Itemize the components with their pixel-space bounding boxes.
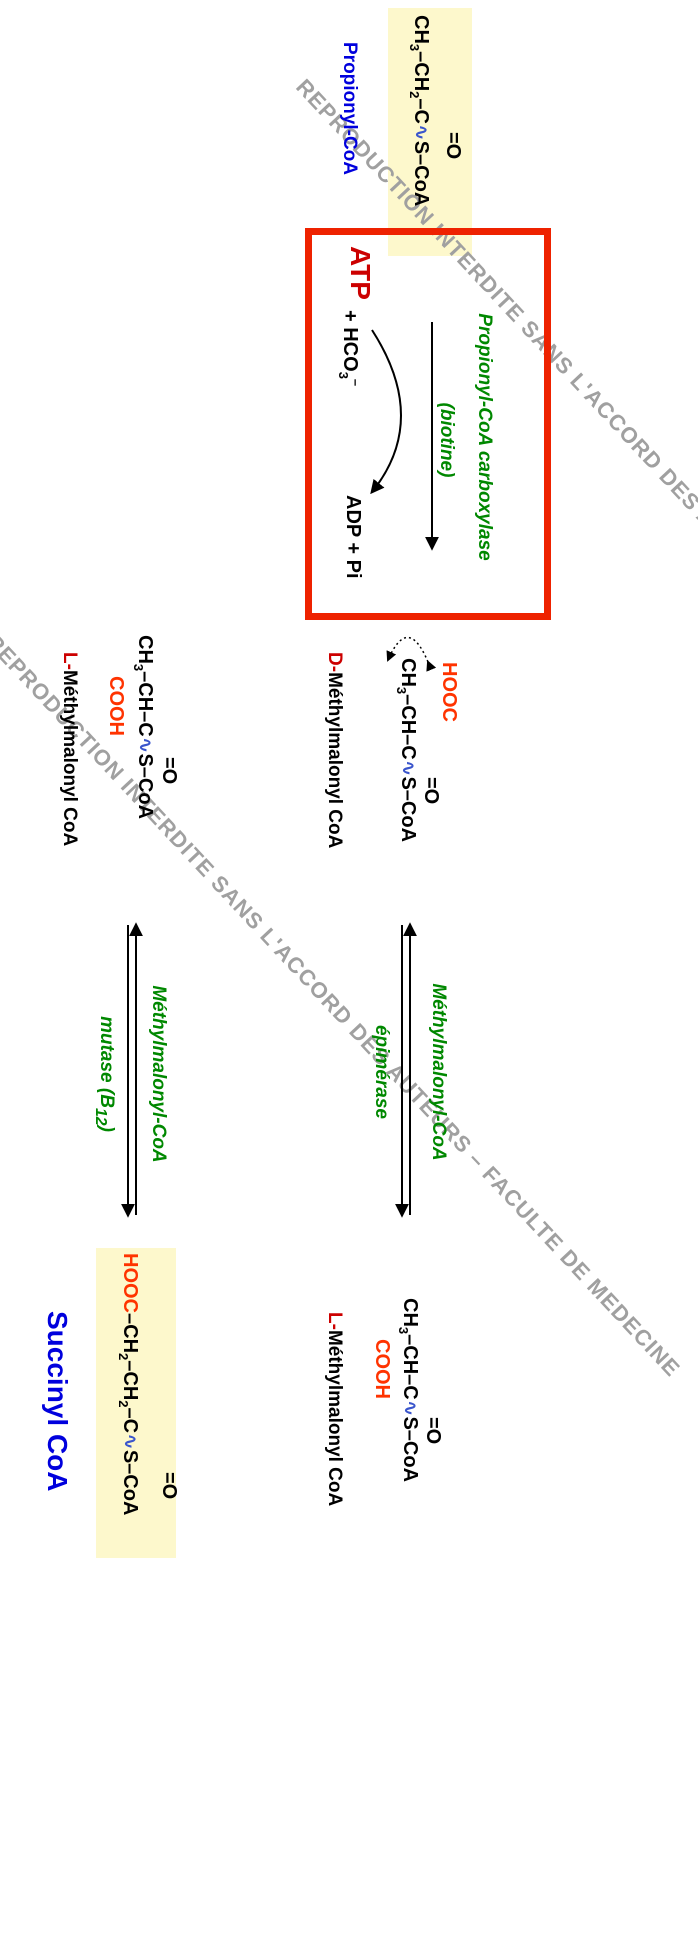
succinyl-highlight	[96, 1248, 176, 1558]
carboxylase-box	[305, 228, 551, 620]
succinyl-name-text: Succinyl CoA	[42, 1311, 73, 1492]
l1-methylmalonyl-oxygen: =O	[156, 757, 180, 797]
mutase-label-2: mutase (B12)	[92, 1009, 117, 1139]
mutase-line1: Méthylmalonyl-CoA	[148, 985, 169, 1163]
dotted-curve-arrow	[386, 636, 437, 672]
epimerase-line2: épimérase	[371, 1024, 392, 1119]
l2-methylmalonyl-name: L-Méthylmalonyl CoA	[321, 1312, 345, 1512]
l2-methylmalonyl-cooh: COOH	[369, 1339, 393, 1399]
adp-pi-text: ADP + Pi	[342, 495, 364, 579]
d-methylmalonyl-hooc: HOOC	[436, 662, 460, 722]
biotine-cofactor: (biotine)	[433, 385, 457, 495]
l1-cooh-text: COOH	[105, 676, 127, 736]
l1-oxygen-text: =O	[158, 757, 180, 785]
epimerase-line1: Méthylmalonyl-CoA	[428, 983, 449, 1161]
l1-formula-text: CH3–CH–C∿S–CoA	[131, 635, 156, 820]
l2-prefix: L-	[324, 1312, 345, 1330]
adp-pi-label: ADP + Pi	[340, 495, 364, 599]
succinyl-oxygen: =O	[156, 1472, 180, 1512]
l1-methylmalonyl-formula: CH3–CH–C∿S–CoA	[131, 635, 158, 835]
propionyl-oxygen: =O	[440, 132, 464, 172]
propionyl-highlight	[388, 8, 472, 256]
biotine-text: (biotine)	[436, 402, 457, 478]
l1-name-rest: Méthylmalonyl CoA	[59, 669, 80, 847]
propionyl-formula: CH3–CH2–C∿S–CoA	[407, 15, 434, 245]
d-methylmalonyl-oxygen: =O	[418, 777, 442, 817]
l2-formula-text: CH3–CH–C∿S–CoA	[396, 1298, 421, 1483]
l1-prefix: L-	[59, 652, 80, 670]
propionyl-name: Propionyl-CoA	[336, 42, 360, 222]
propionyl-oxygen-text: =O	[442, 132, 464, 160]
d-methylmalonyl-formula: CH3–CH–C∿S–CoA	[394, 658, 421, 858]
atp-text: ATP	[345, 246, 376, 300]
hco3-text: + HCO3–	[336, 310, 364, 387]
mutase-label-1: Méthylmalonyl-CoA	[145, 979, 169, 1169]
succinyl-formula-text: HOOC–CH2–CH2–C∿S–CoA	[116, 1253, 141, 1516]
l2-cooh-text: COOH	[371, 1339, 393, 1399]
atp-label: ATP	[344, 246, 376, 306]
d-prefix: D-	[324, 652, 345, 673]
l1-methylmalonyl-name: L-Méthylmalonyl CoA	[56, 652, 80, 852]
carboxylase-enzyme: Propionyl-CoA carboxylase	[471, 282, 495, 592]
succinyl-name: Succinyl CoA	[41, 1311, 73, 1491]
propionyl-formula-text: CH3–CH2–C∿S–CoA	[407, 15, 432, 207]
d-methylmalonyl-name: D-Méthylmalonyl CoA	[321, 652, 345, 852]
epimerase-label-1: Méthylmalonyl-CoA	[425, 977, 449, 1167]
mutase-line2: mutase (B12)	[92, 1016, 117, 1132]
epimerase-label-2: épimérase	[368, 1022, 392, 1122]
d-hooc-text: HOOC	[438, 662, 460, 722]
atp-curve-arrow	[370, 329, 402, 495]
l2-methylmalonyl-formula: CH3–CH–C∿S–CoA	[396, 1298, 423, 1498]
l2-methylmalonyl-oxygen: =O	[420, 1417, 444, 1457]
hco3-label: + HCO3–	[336, 310, 364, 410]
succinyl-oxygen-text: =O	[158, 1472, 180, 1500]
l2-oxygen-text: =O	[422, 1417, 444, 1445]
l2-name-rest: Méthylmalonyl CoA	[324, 1329, 345, 1507]
d-name-rest: Méthylmalonyl CoA	[324, 672, 345, 849]
succinyl-formula: HOOC–CH2–CH2–C∿S–CoA	[116, 1253, 143, 1553]
carboxylase-enzyme-text: Propionyl-CoA carboxylase	[474, 313, 495, 561]
d-formula-text: CH3–CH–C∿S–CoA	[394, 658, 419, 843]
l1-methylmalonyl-cooh: COOH	[103, 676, 127, 736]
propionyl-name-text: Propionyl-CoA	[339, 42, 360, 175]
d-oxygen-text: =O	[420, 777, 442, 805]
